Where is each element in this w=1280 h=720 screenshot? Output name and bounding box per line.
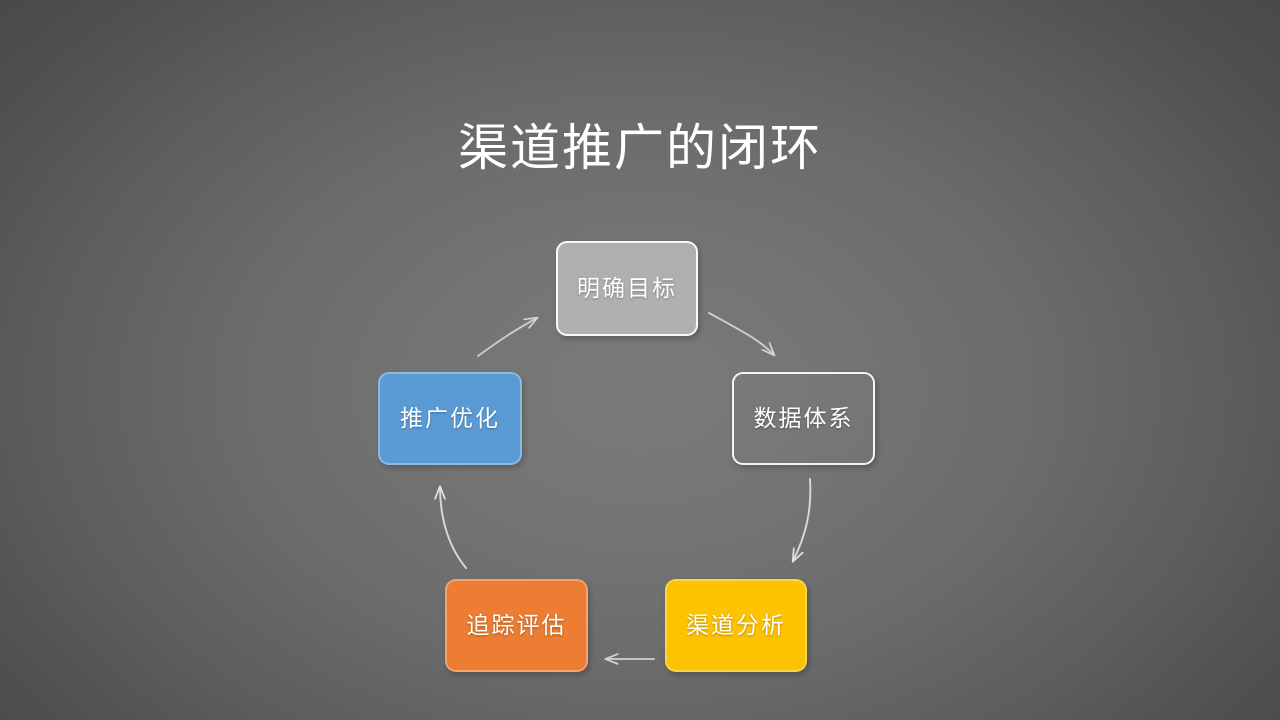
page-title: 渠道推广的闭环 <box>458 119 822 176</box>
arrow-track-to-promo <box>440 487 467 569</box>
node-channel-label: 渠道分析 <box>686 612 786 638</box>
node-promo-label: 推广优化 <box>400 405 500 431</box>
node-promo[interactable]: 推广优化 <box>378 372 522 465</box>
arrow-goal-to-data <box>708 312 774 355</box>
node-channel[interactable]: 渠道分析 <box>665 579 807 672</box>
node-data-label: 数据体系 <box>753 405 854 431</box>
node-goal-label: 明确目标 <box>577 275 677 301</box>
node-goal[interactable]: 明确目标 <box>556 241 698 336</box>
node-track-label: 追踪评估 <box>466 612 567 638</box>
arrow-data-to-channel <box>793 478 812 561</box>
node-track[interactable]: 追踪评估 <box>445 579 588 672</box>
arrow-promo-to-goal <box>477 318 537 357</box>
node-data[interactable]: 数据体系 <box>732 372 875 465</box>
